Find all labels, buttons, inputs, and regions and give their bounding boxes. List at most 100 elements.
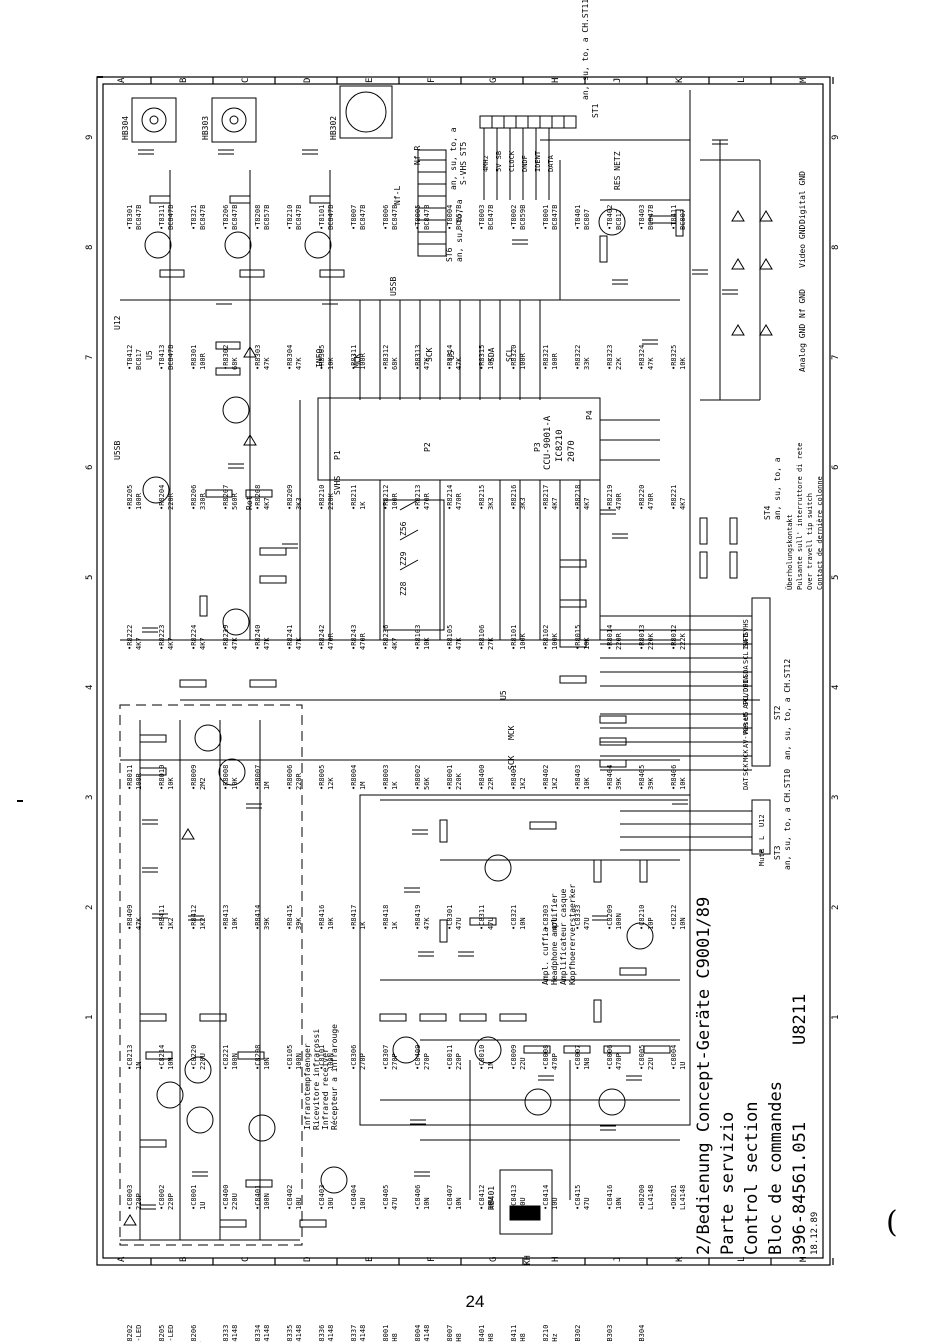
st2-ref: an, su, to, a CH.ST12 — [783, 659, 792, 760]
component-value: 220U — [231, 1193, 239, 1210]
signal-label-15: SCK — [507, 755, 516, 770]
component-ref: •R8401 — [510, 765, 518, 790]
resistor-23 — [139, 767, 167, 776]
component-ref: •R8323 — [606, 345, 614, 370]
component-ref: •C8301 — [446, 905, 454, 930]
component-value: 47K — [295, 637, 303, 650]
component-ref: •R8224 — [190, 625, 198, 650]
signal-label-12: U5SB — [113, 441, 122, 460]
component-ref: •L8401 — [478, 1325, 486, 1342]
component-ref: •T8311 — [158, 205, 166, 230]
component-ref: •C8004 — [670, 1045, 678, 1070]
signal-label-13: U5 — [145, 350, 154, 360]
component-value: 39K — [295, 917, 303, 930]
frame-row-A-top: A — [117, 77, 127, 83]
resistor-22 — [139, 734, 167, 743]
component-ref: •C8311 — [478, 905, 486, 930]
component-ref: •C8001 — [190, 1185, 198, 1210]
frame-row-J: J — [613, 1257, 623, 1262]
st2-label: ST2 — [773, 705, 782, 720]
component-ref: •R8004 — [350, 765, 358, 790]
resistor-44 — [639, 859, 648, 883]
component-ref: •R8412 — [190, 905, 198, 930]
component-value: 4K7 — [679, 497, 687, 510]
component-ref: •T8412 — [126, 345, 134, 370]
component-value: 100N — [327, 1053, 335, 1070]
frame-col-7: 7 — [85, 355, 95, 360]
component-value: LL4148 — [231, 1325, 239, 1342]
component-ref: •D8004 — [414, 1325, 422, 1342]
title-line-1: 2/Bedienung Concept-Geräte C9001/89 — [694, 897, 714, 1255]
component-value: 1U — [679, 1062, 687, 1070]
resistor-52 — [699, 551, 708, 579]
page-number: 24 — [465, 1292, 485, 1311]
component-ref: •D8205 — [158, 1325, 166, 1342]
component-ref: •C8407 — [446, 1185, 454, 1210]
component-value: 470R — [327, 632, 335, 650]
resistor-3 — [159, 269, 185, 278]
component-ref: •C8006 — [606, 1045, 614, 1070]
component-value: 10U — [519, 1197, 527, 1210]
component-ref: •R8402 — [542, 765, 550, 790]
component-value: 10U — [327, 1197, 335, 1210]
component-value: 220R — [615, 632, 623, 650]
component-ref: •C8005 — [638, 1045, 646, 1070]
st2-pin-10: INFO — [742, 633, 750, 650]
resistor-9 — [215, 341, 241, 350]
signal-label-16: MCK — [507, 725, 516, 740]
component-value: 12K — [327, 777, 335, 790]
component-value: 6UH8 — [519, 1333, 527, 1342]
amp-block-label-2: Amplificateur casque — [559, 888, 568, 985]
component-ref: •C8003 — [126, 1185, 134, 1210]
amp-block-label-1: Headphone amplifier — [550, 893, 559, 985]
component-ref: •R8415 — [286, 905, 294, 930]
st5-label: S-VHS ST5 — [459, 141, 468, 185]
frame-row-F-top: F — [427, 78, 437, 83]
component-value: 10K — [231, 777, 239, 790]
resistor-21 — [249, 679, 277, 688]
component-value: 470R — [359, 632, 367, 650]
margin-mark — [17, 800, 23, 802]
component-value: 68K — [231, 357, 239, 370]
component-value: LL4148 — [327, 1325, 335, 1342]
component-value: BC857B — [263, 205, 271, 230]
component-value: 1K2 — [199, 917, 207, 930]
frame-row-G: G — [489, 1257, 499, 1262]
component-value: BC847B — [359, 205, 367, 230]
component-ref: •C8401 — [254, 1185, 262, 1210]
diode-9 — [123, 1214, 137, 1226]
part-number: 396-84561.051 — [790, 1122, 810, 1255]
component-value: BC847B — [423, 205, 431, 230]
resistor-17 — [259, 547, 287, 556]
frame-col-3-right: 3 — [831, 795, 841, 800]
signal-label-0: SCK — [425, 347, 434, 362]
component-ref: •C8333 — [574, 905, 582, 930]
switch-label-Z28: Z28 — [399, 581, 408, 596]
component-ref: •R8304 — [286, 345, 294, 370]
component-ref: •C8209 — [606, 905, 614, 930]
component-value: 47U — [455, 917, 463, 930]
transistor-17 — [524, 1088, 552, 1116]
component-ref: •C8414 — [542, 1185, 550, 1210]
